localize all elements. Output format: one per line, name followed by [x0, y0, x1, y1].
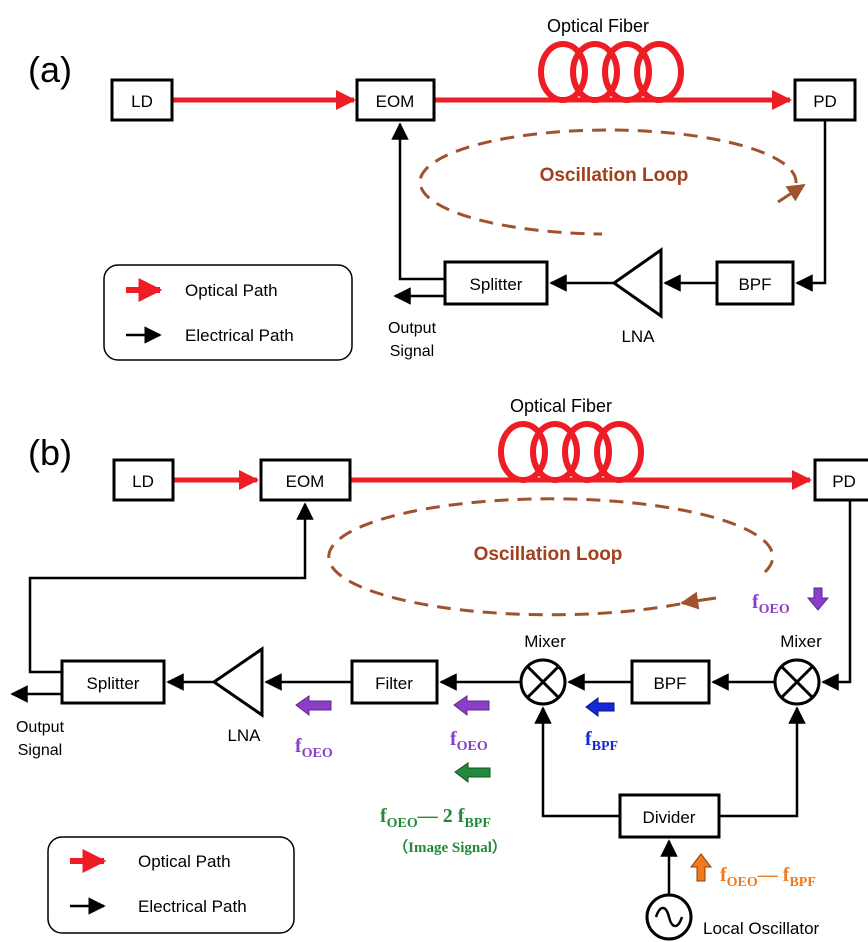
panel-b-bpf-label: BPF	[653, 674, 686, 693]
panel-a-output-line1: Output	[388, 320, 437, 337]
panel-b-legend: Optical Path Electrical Path	[47, 836, 295, 934]
panel-b-freq-bpf: fBPF	[585, 728, 618, 754]
panel-a-bpf-label: BPF	[738, 275, 771, 294]
panel-a-fiber-coil	[538, 41, 684, 103]
panel-b-local-oscillator-source	[645, 893, 693, 941]
panel-a-ld-block: LD	[110, 78, 174, 122]
panel-b-legend-electrical-label: Electrical Path	[138, 897, 247, 916]
panel-b-elec-splitter-eom	[28, 502, 314, 674]
panel-a-legend-electrical-label: Electrical Path	[185, 326, 294, 345]
panel-b-local-oscillator-label: Local Oscillator	[703, 919, 820, 938]
panel-b-image-note: （Image Signal）	[393, 838, 507, 856]
panel-b-ld-label: LD	[132, 472, 154, 491]
panel-b-output-line1: Output	[16, 719, 65, 736]
panel-a-bpf-block: BPF	[715, 260, 795, 306]
panel-b-fiber-label: Optical Fiber	[510, 396, 612, 416]
panel-b: (b) Optical Fiber LD EOM PD BPF	[10, 396, 868, 941]
panel-a-loop-arrow	[777, 183, 806, 204]
panel-b-freq-bpf-arrow	[585, 697, 615, 717]
panel-b-bpf-block: BPF	[630, 659, 711, 705]
panel-b-mixer-right	[773, 658, 821, 706]
panel-b-freq-oeo-mid: fOEO	[450, 728, 488, 754]
panel-b-freq-image: fOEO— 2 fBPF	[380, 805, 491, 831]
panel-a-legend: Optical Path Electrical Path	[103, 264, 353, 361]
panel-b-filter-label: Filter	[375, 674, 413, 693]
panel-a-pd-block: PD	[793, 78, 857, 122]
panel-b-eom-label: EOM	[286, 472, 325, 491]
panel-a-ld-label: LD	[131, 92, 153, 111]
panel-b-elec-divider-mixer-right	[719, 706, 806, 818]
panel-b-filter-block: Filter	[350, 659, 439, 705]
panel-b-splitter-block: Splitter	[60, 659, 166, 705]
panel-b-label: (b)	[28, 432, 72, 473]
panel-b-freq-lo-arrow	[689, 853, 713, 882]
panel-b-freq-oeo-mid-arrow	[453, 695, 490, 717]
panel-b-mixer-left-label: Mixer	[524, 632, 566, 651]
panel-b-loop-label: Oscillation Loop	[474, 544, 623, 565]
panel-a-eom-label: EOM	[376, 92, 415, 111]
panel-b-freq-oeo-right: fOEO	[752, 591, 790, 617]
panel-a-eom-block: EOM	[355, 78, 436, 122]
panel-b-divider-label: Divider	[643, 808, 696, 827]
panel-a-output-line2: Signal	[390, 343, 434, 360]
panel-b-freq-oeo-left: fOEO	[295, 735, 333, 761]
panel-b-eom-block: EOM	[259, 458, 352, 502]
panel-b-freq-lo: fOEO— fBPF	[720, 864, 816, 890]
panel-a-pd-label: PD	[813, 92, 837, 111]
panel-b-loop-arrow	[680, 591, 717, 610]
panel-a-label: (a)	[28, 49, 72, 90]
panel-a-lna-amplifier	[611, 247, 663, 319]
panel-b-divider-block: Divider	[618, 793, 721, 839]
panel-b-loop-ellipse	[327, 497, 775, 617]
panel-b-mixer-right-label: Mixer	[780, 632, 822, 651]
panel-b-elec-pd-mixer	[821, 500, 852, 691]
panel-a-splitter-label: Splitter	[470, 275, 523, 294]
panel-a-elec-splitter-eom	[391, 122, 445, 281]
panel-b-mixer-left	[519, 658, 567, 706]
panel-a: (a) Optical Fiber LD EOM PD BPF	[28, 16, 857, 361]
panel-b-lna-label: LNA	[227, 726, 261, 745]
panel-b-freq-oeo-left-arrow	[295, 695, 332, 717]
panel-b-pd-block: PD	[813, 458, 868, 502]
panel-b-ld-block: LD	[112, 458, 175, 502]
panel-a-fiber-label: Optical Fiber	[547, 16, 649, 36]
panel-b-freq-down-arrow	[806, 587, 830, 611]
panel-a-loop-label: Oscillation Loop	[540, 165, 689, 186]
panel-b-legend-optical-label: Optical Path	[138, 852, 231, 871]
panel-b-lna-amplifier	[211, 646, 264, 718]
panel-a-lna-label: LNA	[621, 327, 655, 346]
panel-b-freq-image-arrow	[454, 762, 491, 784]
panel-b-elec-divider-mixer-left	[534, 706, 620, 818]
panel-a-legend-optical-label: Optical Path	[185, 281, 278, 300]
panel-a-splitter-block: Splitter	[443, 260, 549, 306]
panel-b-fiber-coil	[498, 421, 644, 483]
panel-b-output-line2: Signal	[18, 742, 62, 759]
panel-b-splitter-label: Splitter	[87, 674, 140, 693]
panel-a-elec-pd-bpf	[795, 120, 827, 292]
panel-b-pd-label: PD	[832, 472, 856, 491]
panel-a-loop-ellipse	[418, 128, 798, 236]
